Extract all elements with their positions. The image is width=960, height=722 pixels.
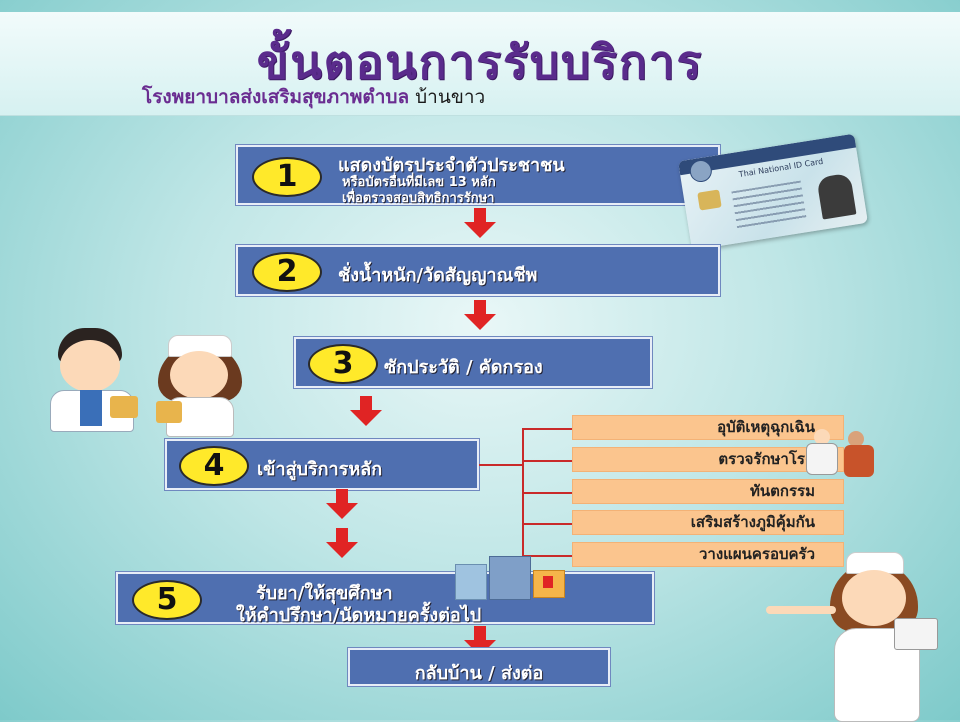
connector-branch — [522, 523, 572, 525]
nurse-illustration-left — [150, 335, 250, 437]
step-1-line1: แสดงบัตรประจำตัวประชาชน — [338, 155, 565, 176]
connector-main — [479, 464, 524, 466]
page-subtitle: โรงพยาบาลส่งเสริมสุขภาพตำบลบ้านขาว — [142, 82, 485, 112]
subtitle-org: โรงพยาบาลส่งเสริมสุขภาพตำบล — [142, 86, 410, 108]
arrow-down-icon — [326, 528, 358, 558]
step-3-number: 3 — [308, 344, 378, 384]
service-treatment: ตรวจรักษาโรค — [572, 447, 844, 472]
final-box: กลับบ้าน / ส่งต่อ — [348, 648, 610, 686]
step-1-box: 1 แสดงบัตรประจำตัวประชาชน หรือบัตรอื่นที… — [236, 145, 720, 206]
step-5-number: 5 — [132, 580, 202, 620]
step-2-box: 2 ชั่งน้ำหนัก/วัดสัญญาณชีพ — [236, 245, 720, 296]
step-4-box: 4 เข้าสู่บริการหลัก — [165, 439, 479, 490]
step-3-box: 3 ซักประวัติ / คัดกรอง — [294, 337, 652, 388]
step-1-line2: หรือบัตรอื่นที่มีเลข 13 หลัก — [342, 175, 496, 190]
subtitle-place: บ้านขาว — [415, 86, 486, 108]
service-immunization: เสริมสร้างภูมิคุ้มกัน — [572, 510, 844, 535]
id-card-photo-icon — [816, 172, 857, 220]
step-5-line2: ให้คำปรึกษา/นัดหมายครั้งต่อไป — [236, 605, 482, 626]
step-1-line3: เพื่อตรวจสอบสิทธิการรักษา — [342, 191, 495, 206]
connector-branch — [522, 460, 572, 462]
step-5-line1: รับยา/ให้สุขศึกษา — [256, 583, 393, 604]
arrow-down-icon — [464, 300, 496, 330]
nurse-illustration-right — [766, 552, 946, 722]
header-banner — [0, 12, 960, 116]
step-4-label: เข้าสู่บริการหลัก — [257, 459, 383, 480]
service-dental: ทันตกรรม — [572, 479, 844, 504]
step-3-label: ซักประวัติ / คัดกรอง — [384, 357, 543, 378]
step-4-number: 4 — [179, 446, 249, 486]
step-1-number: 1 — [252, 157, 322, 197]
male-doctor-illustration — [44, 328, 144, 433]
id-card-text-lines — [731, 180, 807, 232]
connector-branch — [522, 428, 572, 430]
step-2-number: 2 — [252, 252, 322, 292]
id-card-chip-icon — [697, 189, 722, 211]
final-label: กลับบ้าน / ส่งต่อ — [414, 663, 544, 684]
arrow-down-icon — [326, 489, 358, 519]
step-5-box: 5 รับยา/ให้สุขศึกษา ให้คำปรึกษา/นัดหมายค… — [116, 572, 654, 626]
hospital-medicine-illustration — [455, 556, 565, 600]
arrow-down-icon — [350, 396, 382, 426]
service-emergency: อุบัติเหตุฉุกเฉิน — [572, 415, 844, 440]
step-2-label: ชั่งน้ำหนัก/วัดสัญญาณชีพ — [338, 265, 538, 286]
connector-branch — [522, 555, 572, 557]
connector-branch — [522, 492, 572, 494]
doctor-patient-illustration — [800, 425, 880, 480]
service-family-planning: วางแผนครอบครัว — [572, 542, 844, 567]
arrow-down-icon — [464, 208, 496, 238]
page-title: ขั้นตอนการรับบริการ — [256, 35, 704, 89]
